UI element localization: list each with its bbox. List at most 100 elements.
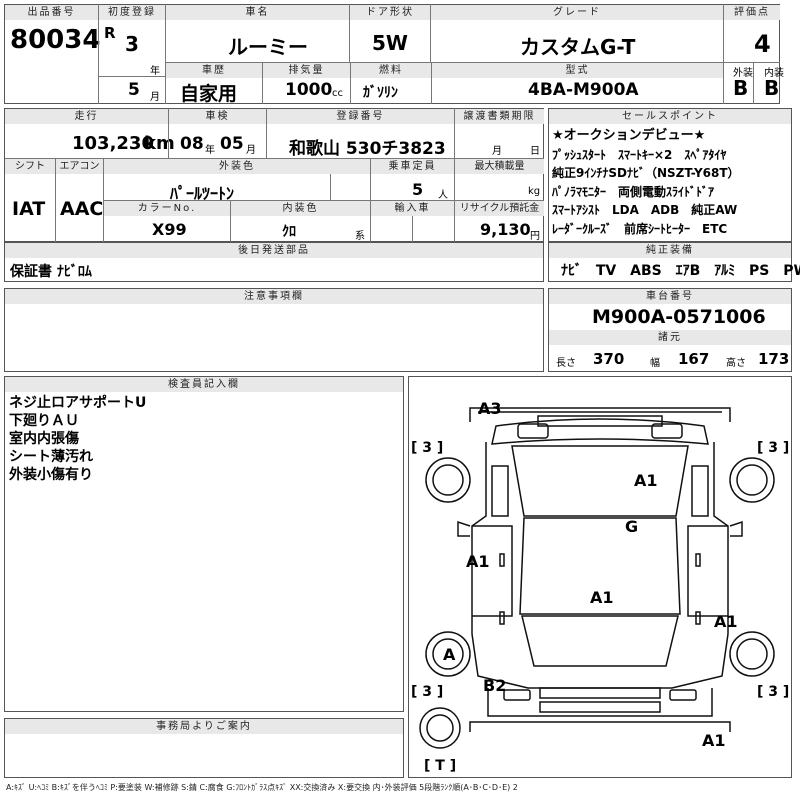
shift-label: シフト [5,159,55,174]
chassis-box [548,288,792,372]
inspection-month-unit: 月 [246,145,256,156]
int-color: ｸﾛ [282,224,296,240]
car-damage-diagram [419,407,775,749]
equipment-item: PS [749,263,770,279]
lot-number: 80034 [10,25,101,55]
score-label: 評価点 [724,5,780,20]
recycle: 9,130 [480,220,531,239]
equipment-item: ﾅﾋﾞ [561,263,582,279]
door-type: 5W [372,31,408,55]
windshield [511,445,689,517]
first-reg-era: R [104,24,116,42]
damage-diagram-box [408,376,792,778]
wheel-front-right [729,457,775,503]
grade-label: グレード [431,5,723,20]
score-value: 4 [754,30,771,58]
capacity-unit: 人 [438,190,448,201]
body-outline [471,442,729,689]
sheet-top-block [4,4,780,104]
car-name-label: 車名 [166,5,349,20]
first-reg-label: 初度登録 [99,5,165,20]
ext-color: ﾊﾟｰﾙﾂｰﾄﾝ [170,184,235,203]
height: 173 [758,350,790,368]
equipment-item: PW [783,263,800,279]
model-code-label: 型式 [432,63,723,78]
plate-number: 和歌山 530チ3823 [289,139,446,159]
inspector-line: 外装小傷有り [9,467,93,483]
history: 自家用 [180,83,238,105]
displacement-unit: cc [332,88,343,99]
vehicle-info-block [4,108,544,242]
model-code: 4BA-M900A [528,80,639,100]
fuel: ｶﾞｿﾘﾝ [363,85,398,101]
mark-a1-center: A1 [590,588,614,607]
inspection-year: 08 [180,134,204,154]
height-label: 高さ [726,358,746,369]
transfer-label: 譲渡書類期限 [455,109,544,124]
mark-g: G [625,517,639,536]
interior-score: B [764,76,780,100]
mileage: 103,230 [72,133,154,154]
transfer-month-unit: 月 [492,146,502,157]
grade: カスタムG-T [520,35,636,59]
inspector-notes: ネジ止ロアサポートU 下廻りＡＵ 室内内張傷 シート薄汚れ 外装小傷有り [9,394,146,484]
inspector-box [4,376,404,712]
first-reg-year: 3 [125,32,139,56]
recycle-label: リサイクル預託金 [455,201,544,216]
displacement-label: 排気量 [263,63,350,78]
rear-glass [521,615,679,667]
width-label: 幅 [650,358,660,369]
inspector-line: 下廻りＡＵ [9,413,79,429]
front-grille [537,415,663,427]
int-color-unit: 系 [355,231,365,242]
inspector-line: 室内内張傷 [9,431,79,447]
wheel-front-left [425,457,471,503]
equipment-item: ｴｱB [675,263,701,279]
office-box [4,718,404,778]
interior-score-label: 内装 [764,68,784,79]
chassis-label: 車台番号 [549,289,791,304]
int-color-label: 内装色 [231,201,370,216]
sales-point-line: ﾚｰﾀﾞｰｸﾙｰｽﾞ 前席ｼｰﾄﾋｰﾀｰ ETC [552,221,728,236]
later-parts-box [4,242,544,282]
history-label: 車歴 [166,63,262,78]
later-parts: 保証書 ﾅﾋﾞﾛﾑ [10,264,92,280]
mileage-unit: km [144,133,175,154]
inspection-month: 05 [220,134,244,154]
equipment-item: TV [595,263,617,279]
equipment-label: 純正装備 [549,243,791,258]
ext-color-label: 外装色 [104,159,370,174]
office-label: 事務局よりご案内 [5,719,403,734]
first-reg-month-unit: 月 [150,92,160,103]
inspector-label: 検査員記入欄 [5,377,403,392]
sales-point-line: ﾊﾟﾉﾗﾏﾓﾆﾀｰ 両側電動ｽﾗｲﾄﾞﾄﾞｱ [552,184,715,199]
car-name: ルーミー [228,35,308,59]
displacement: 1000 [285,80,333,100]
color-no-label: カラーNo. [104,201,230,216]
plate-label: 登録番号 [267,109,454,124]
color-no: X99 [152,220,187,239]
inspection-label: 車検 [169,109,266,124]
tire-spare: [ T ] [424,758,457,774]
notes-box [4,288,544,372]
fuel-label: 燃料 [351,63,431,78]
equipment-list: ﾅﾋﾞ TV ABS ｴｱB ｱﾙﾐ PS PW [561,260,800,280]
import-label: 輸入車 [371,201,454,216]
length: 370 [593,350,625,368]
exterior-score-label: 外装 [733,68,753,79]
tire-front-left: [ 3 ] [411,440,444,456]
sales-point-line: ★オークションデビュー★ [552,128,706,143]
inspector-line: シート薄汚れ [9,449,93,465]
rear-bumper [487,688,713,717]
mileage-label: 走行 [5,109,168,124]
recycle-unit: 円 [530,231,540,242]
first-reg-year-unit: 年 [150,66,160,77]
mark-a1-bottom: A1 [702,731,726,750]
spare-wheel [419,707,461,749]
ac: AAC [60,198,104,220]
hood [491,418,709,445]
lot-label: 出品番号 [5,5,98,20]
sales-point-line: ﾌﾟｯｼｭｽﾀｰﾄ ｽﾏｰﾄｷｰ×2 ｽﾍﾟｱﾀｲﾔ [552,147,727,162]
max-load-label: 最大積載量 [455,159,544,174]
equipment-box [548,242,792,282]
